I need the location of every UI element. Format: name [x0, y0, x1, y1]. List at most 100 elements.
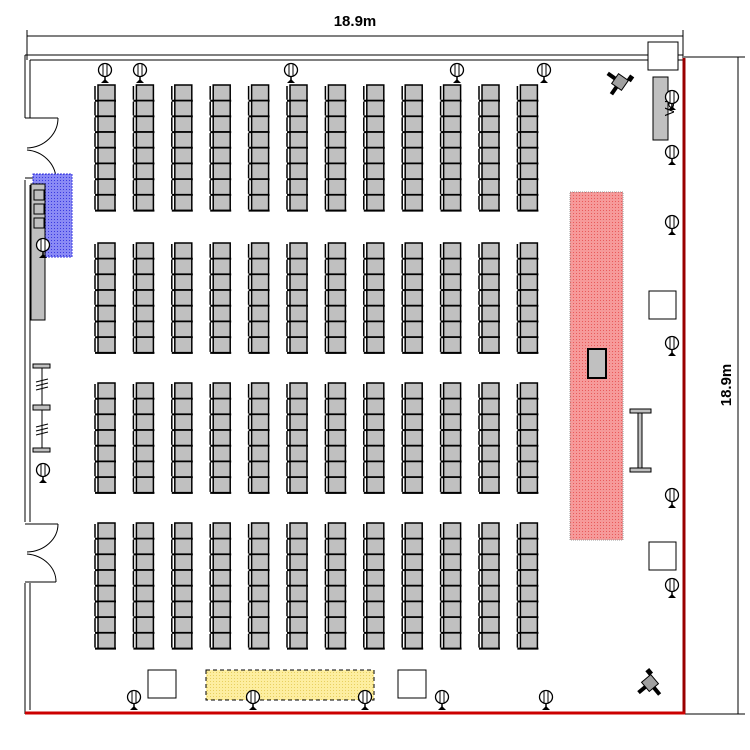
chair: [247, 162, 270, 181]
chair: [94, 289, 116, 307]
chair: [324, 460, 347, 479]
door-bottom-left[interactable]: [25, 523, 59, 583]
chair: [171, 397, 193, 416]
chair: [171, 522, 193, 540]
chair: [286, 162, 308, 181]
chair: [94, 522, 116, 540]
speaker-icon: [664, 335, 680, 356]
chair: [401, 336, 424, 354]
chair: [439, 616, 462, 634]
chair: [209, 115, 232, 134]
chair: [209, 522, 232, 540]
chair: [401, 569, 424, 587]
chair: [478, 336, 500, 354]
chair: [132, 336, 155, 354]
chair: [132, 115, 155, 134]
chair: [171, 147, 193, 165]
chair: [132, 569, 155, 587]
chair: [324, 616, 347, 634]
chair: [324, 320, 347, 339]
chair: [516, 553, 539, 572]
chair: [171, 178, 193, 196]
chair: [286, 569, 308, 587]
chair: [132, 162, 155, 181]
chair: [247, 522, 270, 540]
chair: [171, 257, 193, 276]
chair: [478, 289, 500, 307]
chair: [363, 569, 385, 587]
chair: [439, 537, 462, 556]
chair: [478, 273, 500, 292]
chair: [324, 178, 347, 196]
chair: [171, 553, 193, 572]
chair: [209, 632, 232, 650]
height-dimension: 18.9m: [684, 56, 745, 715]
chair: [247, 305, 270, 323]
chair: [439, 273, 462, 292]
chair: [324, 429, 347, 447]
chair: [94, 147, 116, 165]
chair: [132, 194, 155, 212]
speaker-icon: [126, 689, 142, 710]
chair: [132, 522, 155, 540]
chair: [209, 569, 232, 587]
chair: [363, 522, 385, 540]
chair: [94, 616, 116, 634]
chair: [132, 460, 155, 479]
chair: [209, 429, 232, 447]
chair: [439, 162, 462, 181]
chair: [516, 242, 539, 260]
seating-area: [94, 84, 539, 650]
chair: [247, 178, 270, 196]
chair: [478, 553, 500, 572]
chair: [247, 616, 270, 634]
chair: [94, 537, 116, 556]
chair: [363, 194, 385, 212]
chair: [171, 632, 193, 650]
chair: [478, 632, 500, 650]
chair: [478, 115, 500, 134]
door-top-left[interactable]: [25, 117, 59, 179]
chair: [94, 413, 116, 432]
chair: [247, 397, 270, 416]
chair: [363, 305, 385, 323]
chair: [363, 273, 385, 292]
chair: [171, 99, 193, 118]
chair: [478, 147, 500, 165]
chair: [324, 84, 347, 102]
chair: [247, 632, 270, 650]
chair: [132, 99, 155, 118]
chair: [478, 600, 500, 619]
chair: [247, 289, 270, 307]
chair: [171, 242, 193, 260]
chair: [439, 632, 462, 650]
chair: [171, 616, 193, 634]
speaker-icon: [357, 689, 373, 710]
chair: [516, 84, 539, 102]
chair: [516, 632, 539, 650]
chair: [324, 445, 347, 463]
chair: [247, 460, 270, 479]
chair: [363, 553, 385, 572]
chair: [209, 305, 232, 323]
chair: [94, 600, 116, 619]
chair: [171, 460, 193, 479]
chair: [478, 445, 500, 463]
chair: [132, 445, 155, 463]
chair: [94, 194, 116, 212]
chair: [286, 397, 308, 416]
chair: [478, 305, 500, 323]
stage: [569, 191, 624, 541]
chair: [94, 382, 116, 400]
chair: [247, 553, 270, 572]
chair: [401, 585, 424, 603]
width-dimension: 18.9m: [26, 13, 684, 60]
chair: [324, 194, 347, 212]
chair: [363, 242, 385, 260]
chair: [401, 397, 424, 416]
chair: [171, 569, 193, 587]
speaker-icon: [283, 62, 299, 83]
chair: [478, 178, 500, 196]
chair: [363, 413, 385, 432]
chair: [401, 320, 424, 339]
